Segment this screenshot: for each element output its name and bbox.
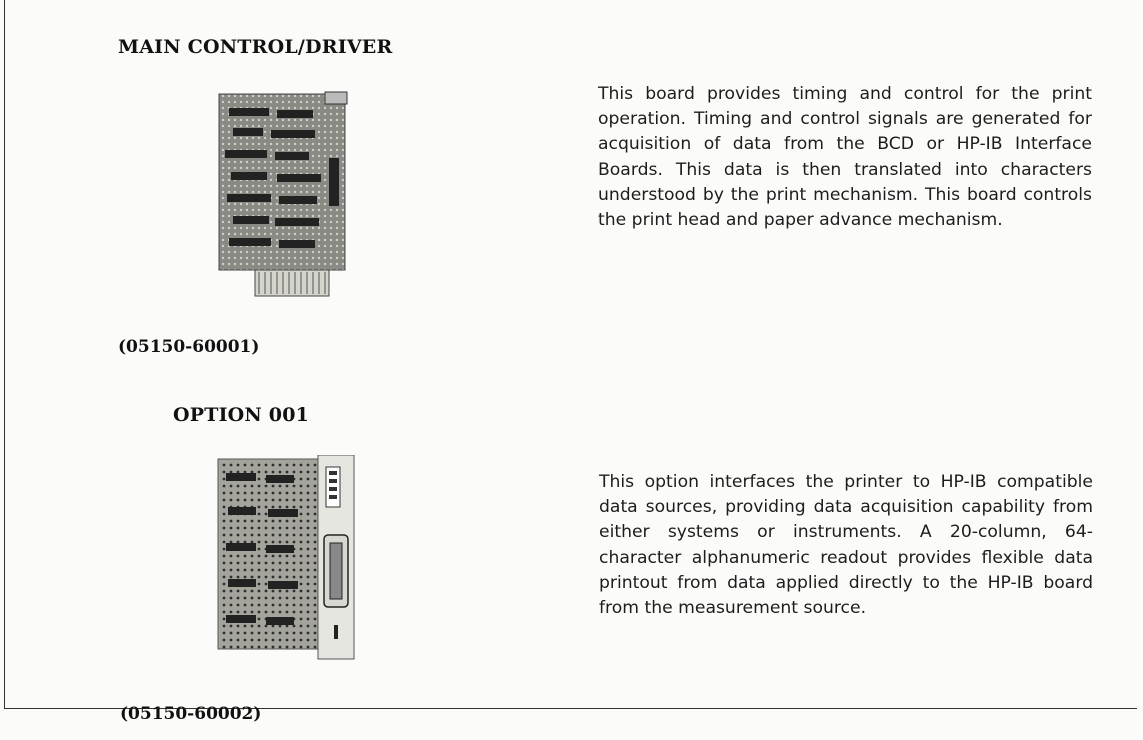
option-001-board-image (217, 455, 355, 660)
main-control-driver-description-text: This board provides timing and control f… (598, 84, 1092, 231)
option-001-part-number: (05150-60002) (120, 704, 262, 724)
option-001-description: This option interfaces the printer to HP… (599, 470, 1093, 621)
page-frame (4, 0, 1137, 709)
main-control-driver-part-number: (05150-60001) (118, 337, 260, 357)
main-control-driver-board-image (218, 91, 348, 297)
main-control-driver-description: This board provides timing and control f… (598, 82, 1092, 233)
option-001-description-text: This option interfaces the printer to HP… (599, 472, 1093, 619)
main-control-driver-heading: MAIN CONTROL/DRIVER (118, 36, 393, 58)
option-001-heading: OPTION 001 (173, 404, 310, 426)
